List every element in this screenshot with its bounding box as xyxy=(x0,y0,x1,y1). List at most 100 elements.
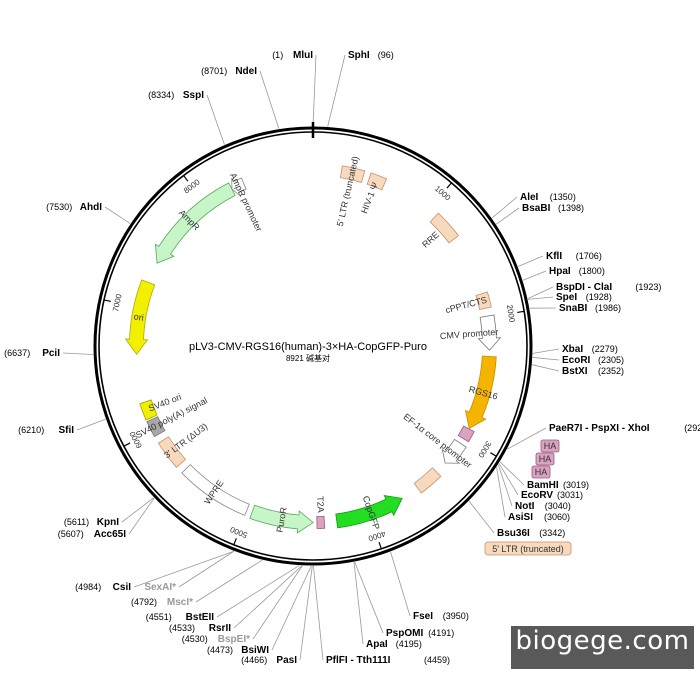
site-kpni: KpnI(5611) xyxy=(64,517,119,528)
site-sfii: SfiI(6210) xyxy=(18,425,74,436)
feature-label-puror: PuroR xyxy=(274,506,288,533)
site-pos-acc65i: (5607) xyxy=(58,529,84,539)
site-fsei: FseI (3950) xyxy=(413,611,469,622)
site-leader-ndei xyxy=(259,70,280,129)
site-leader-bsabi xyxy=(495,207,520,225)
site-name-bstxi: BstXI xyxy=(562,366,588,377)
ha-tag-1: HA xyxy=(540,439,560,453)
site-pos-ecorv: (3031) xyxy=(557,490,583,500)
site-acc65i: Acc65I(5607) xyxy=(58,529,126,540)
site-name-bspei: BspEI* xyxy=(218,634,250,645)
site-ecorv: EcoRV(3031) xyxy=(521,490,583,501)
feature-t2a xyxy=(316,515,326,529)
site-name-xbai: XbaI xyxy=(562,344,583,355)
plasmid-size: 8921 碱基对 xyxy=(286,353,330,363)
site-name-bsu36i: Bsu36I xyxy=(497,528,530,539)
site-asisi: AsiSI(3060) xyxy=(508,512,570,523)
tick-label-3: 3000 xyxy=(476,439,493,459)
site-name-fsei: FseI xyxy=(413,611,433,622)
feature-sv40pa xyxy=(146,416,166,438)
site-sphi: SphI(96) xyxy=(348,50,394,61)
site-leader-xbai xyxy=(532,348,560,354)
site-pos-ndei: (8701) xyxy=(201,66,227,76)
site-kfli: KflI (1706) xyxy=(546,251,602,262)
site-name-kpni: KpnI xyxy=(97,517,119,528)
tick-mark-7 xyxy=(103,299,111,302)
feature-ori xyxy=(124,279,156,355)
site-pos-msci: (4792) xyxy=(131,597,157,607)
feature-copgfp xyxy=(335,494,403,529)
site-leader-sfii xyxy=(76,418,106,431)
site-name-pflfi: PflFI - Tth111I xyxy=(326,655,391,666)
feature-rre xyxy=(429,212,460,244)
site-leader-paer7i xyxy=(507,427,547,450)
site-leader-kfli xyxy=(517,255,544,267)
site-pos-noti: (3040) xyxy=(545,501,571,511)
site-pos-sphi: (96) xyxy=(378,50,394,60)
site-pos-apai: (4195) xyxy=(396,639,422,649)
tick-mark-8 xyxy=(183,175,189,182)
site-name-bamhi: BamHI xyxy=(527,480,559,491)
restriction-sites: MluI(1)SphI(96)NdeI(8701)SspI(8334)AhdI(… xyxy=(4,50,700,666)
site-pos-bsabi: (1398) xyxy=(558,203,584,213)
site-pos-hpai: (1800) xyxy=(579,266,605,276)
site-pos-paer7i: (2923) xyxy=(684,423,700,433)
ha-tag-1-box xyxy=(540,439,560,453)
tick-label-8: 8000 xyxy=(182,177,202,195)
site-psp0mi: PspOMI(4191) xyxy=(386,628,454,639)
tick-mark-1 xyxy=(446,182,452,189)
site-pos-bspdi: (1923) xyxy=(635,282,661,292)
site-leader-rsrii xyxy=(233,565,303,629)
site-pos-kfli: (1706) xyxy=(576,251,602,261)
feature-label-ltr5: 5' LTR (truncated) xyxy=(335,155,361,227)
site-leader-acc65i xyxy=(128,497,155,535)
plasmid-title: pLV3-CMV-RGS16(human)-3×HA-CopGFP-Puro xyxy=(189,341,427,353)
site-name-paer7i: PaeR7I - PspXI - XhoI xyxy=(549,423,650,434)
feature-ltr5b xyxy=(413,467,442,494)
site-pasi: PasI(4466) xyxy=(241,655,297,666)
site-name-kfli: KflI xyxy=(546,251,562,262)
site-name-ahdi: AhdI xyxy=(80,202,102,213)
site-name-sexai: SexAI* xyxy=(144,582,176,593)
site-hpai: HpaI(1800) xyxy=(549,266,605,277)
site-leader-psp0mi xyxy=(354,561,384,634)
site-name-pasi: PasI xyxy=(276,655,297,666)
site-pos-asisi: (3060) xyxy=(544,512,570,522)
site-leader-sexai xyxy=(178,550,235,588)
ha-tag-3: HA xyxy=(531,465,551,479)
feature-ltr3 xyxy=(157,436,187,468)
ha-tag-2-label: HA xyxy=(539,454,552,464)
site-pos-rsrii: (4533) xyxy=(169,623,195,633)
site-leader-pasi xyxy=(299,565,313,661)
features xyxy=(124,165,502,534)
feature-label-rre: RRE xyxy=(420,230,441,250)
site-ndei: NdeI(8701) xyxy=(201,66,257,77)
site-pos-pcii: (6637) xyxy=(4,348,30,358)
site-spei: SpeI(1928) xyxy=(556,292,612,303)
site-pos-pflfi: (4459) xyxy=(424,655,450,665)
feature-ltr5 xyxy=(339,165,366,183)
site-pos-csii: (4984) xyxy=(75,582,101,592)
feature-label-ori: ori xyxy=(133,311,144,322)
site-leader-alei xyxy=(491,196,518,219)
site-pos-fsei: (3950) xyxy=(443,611,469,621)
feature-cppt xyxy=(475,291,492,310)
site-csii: CsiI(4984) xyxy=(75,582,131,593)
site-pos-bsteii: (4551) xyxy=(146,612,172,622)
feature-cmv xyxy=(477,314,502,351)
feature-sv40ori xyxy=(139,399,158,421)
site-bspdi: BspDI - ClaI(1923) xyxy=(556,282,661,293)
site-rsrii: RsrII(4533) xyxy=(169,623,231,634)
site-leader-fsei xyxy=(390,551,411,617)
site-name-bsiwi: BsiWI xyxy=(241,645,269,656)
site-leader-bamhi xyxy=(499,461,525,486)
ltr-truncated-box xyxy=(484,541,572,556)
site-pos-alei: (1350) xyxy=(550,192,576,202)
site-bspei: BspEI*(4530) xyxy=(182,634,250,645)
site-bsteii: BstEII(4551) xyxy=(146,612,214,623)
site-leader-bspdi xyxy=(527,286,554,299)
site-name-apai: ApaI xyxy=(366,639,388,650)
site-leader-ahdi xyxy=(104,206,131,224)
tick-mark-4 xyxy=(378,541,382,549)
ltr-truncated-label: 5' LTR (truncated) xyxy=(492,544,564,554)
